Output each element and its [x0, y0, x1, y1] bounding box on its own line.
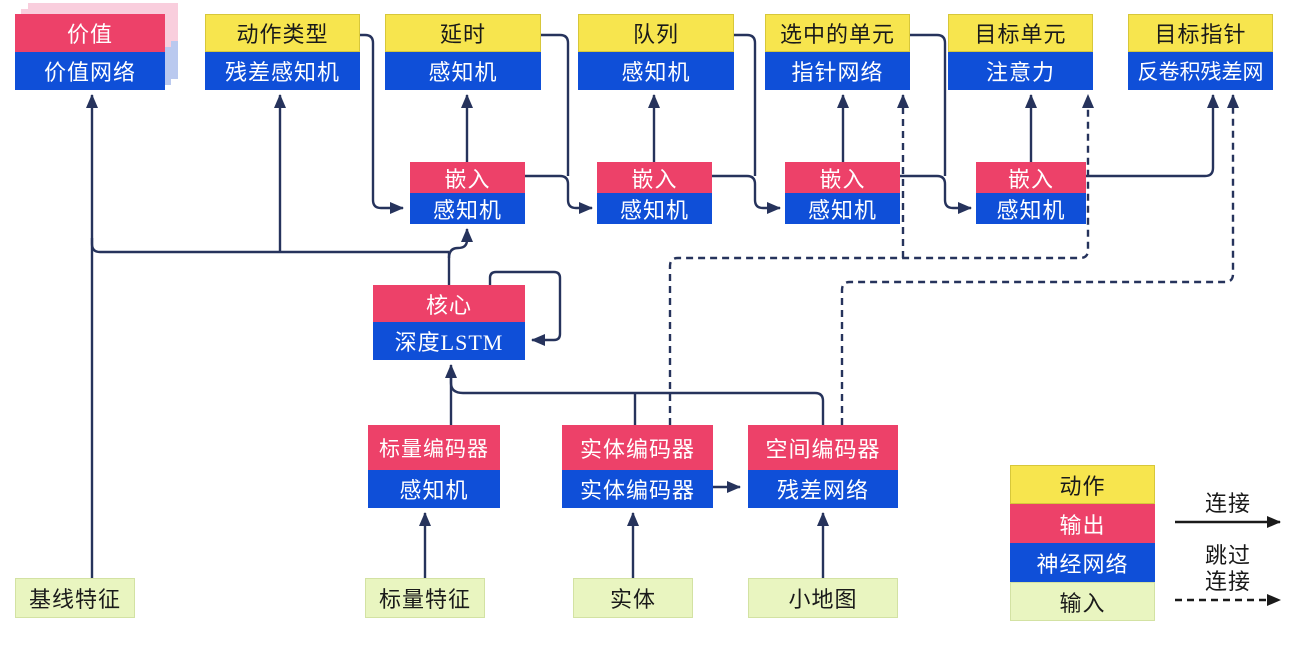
input-minimap: 小地图: [748, 578, 898, 618]
node-queue: 队列 感知机: [578, 14, 734, 90]
edge-embed1-to-embed2: [525, 174, 593, 214]
legend-skip-label-line1: 跳过: [1204, 543, 1251, 568]
node-scalar-encoder: 标量编码器 感知机: [368, 425, 500, 508]
node-target-unit: 目标单元 注意力: [948, 14, 1093, 90]
edge-queue-feedback-down: [734, 33, 757, 176]
node-embed-3-head: 嵌入: [785, 162, 900, 193]
node-embed-2: 嵌入 感知机: [597, 162, 712, 224]
node-scalar-encoder-head: 标量编码器: [368, 425, 500, 470]
node-spatial-encoder-network: 残差网络: [748, 470, 898, 508]
node-target-unit-head: 目标单元: [948, 14, 1093, 52]
node-embed-3: 嵌入 感知机: [785, 162, 900, 224]
node-embed-3-network: 感知机: [785, 193, 900, 224]
edge-bus-to-embed1: [447, 228, 473, 259]
node-selected-units: 选中的单元 指针网络: [765, 14, 910, 90]
node-target-point-network: 反卷积残差网: [1128, 52, 1273, 90]
node-action-type-head: 动作类型: [205, 14, 360, 52]
node-embed-1-network: 感知机: [410, 193, 525, 224]
legend-skip-label-line2: 连接: [1204, 569, 1251, 594]
legend-connection-label: 连接: [1204, 491, 1251, 516]
node-embed-2-network: 感知机: [597, 193, 712, 224]
edge-core-output-bus: [90, 238, 449, 254]
edge-embed2-to-embed3: [712, 174, 781, 214]
legend-color-key: 动作 输出 神经网络 输入: [1010, 465, 1155, 621]
node-spatial-encoder: 空间编码器 残差网络: [748, 425, 898, 508]
node-target-unit-network: 注意力: [948, 52, 1093, 90]
legend-neural-network: 神经网络: [1010, 543, 1155, 582]
node-value-network: 价值网络: [15, 52, 165, 90]
edge-delay-feedback-down: [541, 33, 570, 176]
edge-selected-units-feedback-down: [910, 33, 947, 176]
legend-output: 输出: [1010, 504, 1155, 543]
node-action-type: 动作类型 残差感知机: [205, 14, 360, 90]
node-action-type-network: 残差感知机: [205, 52, 360, 90]
node-embed-4: 嵌入 感知机: [976, 162, 1086, 224]
node-value-head: 价值: [15, 14, 165, 52]
node-embed-2-head: 嵌入: [597, 162, 712, 193]
node-entity-encoder: 实体编码器 实体编码器: [562, 425, 713, 508]
node-queue-network: 感知机: [578, 52, 734, 90]
node-selected-units-head: 选中的单元: [765, 14, 910, 52]
node-target-point-head: 目标指针: [1128, 14, 1273, 52]
node-entity-encoder-network: 实体编码器: [562, 470, 713, 508]
node-scalar-encoder-network: 感知机: [368, 470, 500, 508]
node-queue-head: 队列: [578, 14, 734, 52]
legend-input: 输入: [1010, 582, 1155, 621]
input-scalar-features: 标量特征: [365, 578, 485, 618]
node-embed-4-head: 嵌入: [976, 162, 1086, 193]
edge-embed4-to-target-point: [1086, 94, 1219, 178]
node-delay-network: 感知机: [385, 52, 541, 90]
node-embed-1: 嵌入 感知机: [410, 162, 525, 224]
node-core-network: 深度LSTM: [373, 322, 525, 360]
node-spatial-encoder-head: 空间编码器: [748, 425, 898, 470]
node-selected-units-network: 指针网络: [765, 52, 910, 90]
node-delay-head: 延时: [385, 14, 541, 52]
node-core-head: 核心: [373, 285, 525, 322]
node-embed-4-network: 感知机: [976, 193, 1086, 224]
node-value: 价值 价值网络: [15, 14, 165, 90]
edge-spatial-encoder-to-core-bus: [449, 374, 825, 425]
node-target-point: 目标指针 反卷积残差网: [1128, 14, 1273, 90]
input-baseline-features: 基线特征: [15, 578, 135, 618]
skip-entity-encoder-to-target-unit: [668, 94, 1094, 425]
input-entities: 实体: [573, 578, 693, 618]
skip-spatial-encoder-to-target-point: [840, 94, 1239, 425]
legend-action: 动作: [1010, 465, 1155, 504]
node-core: 核心 深度LSTM: [373, 285, 525, 360]
edge-embed3-to-embed4: [900, 174, 972, 214]
node-entity-encoder-head: 实体编码器: [562, 425, 713, 470]
node-delay: 延时 感知机: [385, 14, 541, 90]
node-embed-1-head: 嵌入: [410, 162, 525, 193]
